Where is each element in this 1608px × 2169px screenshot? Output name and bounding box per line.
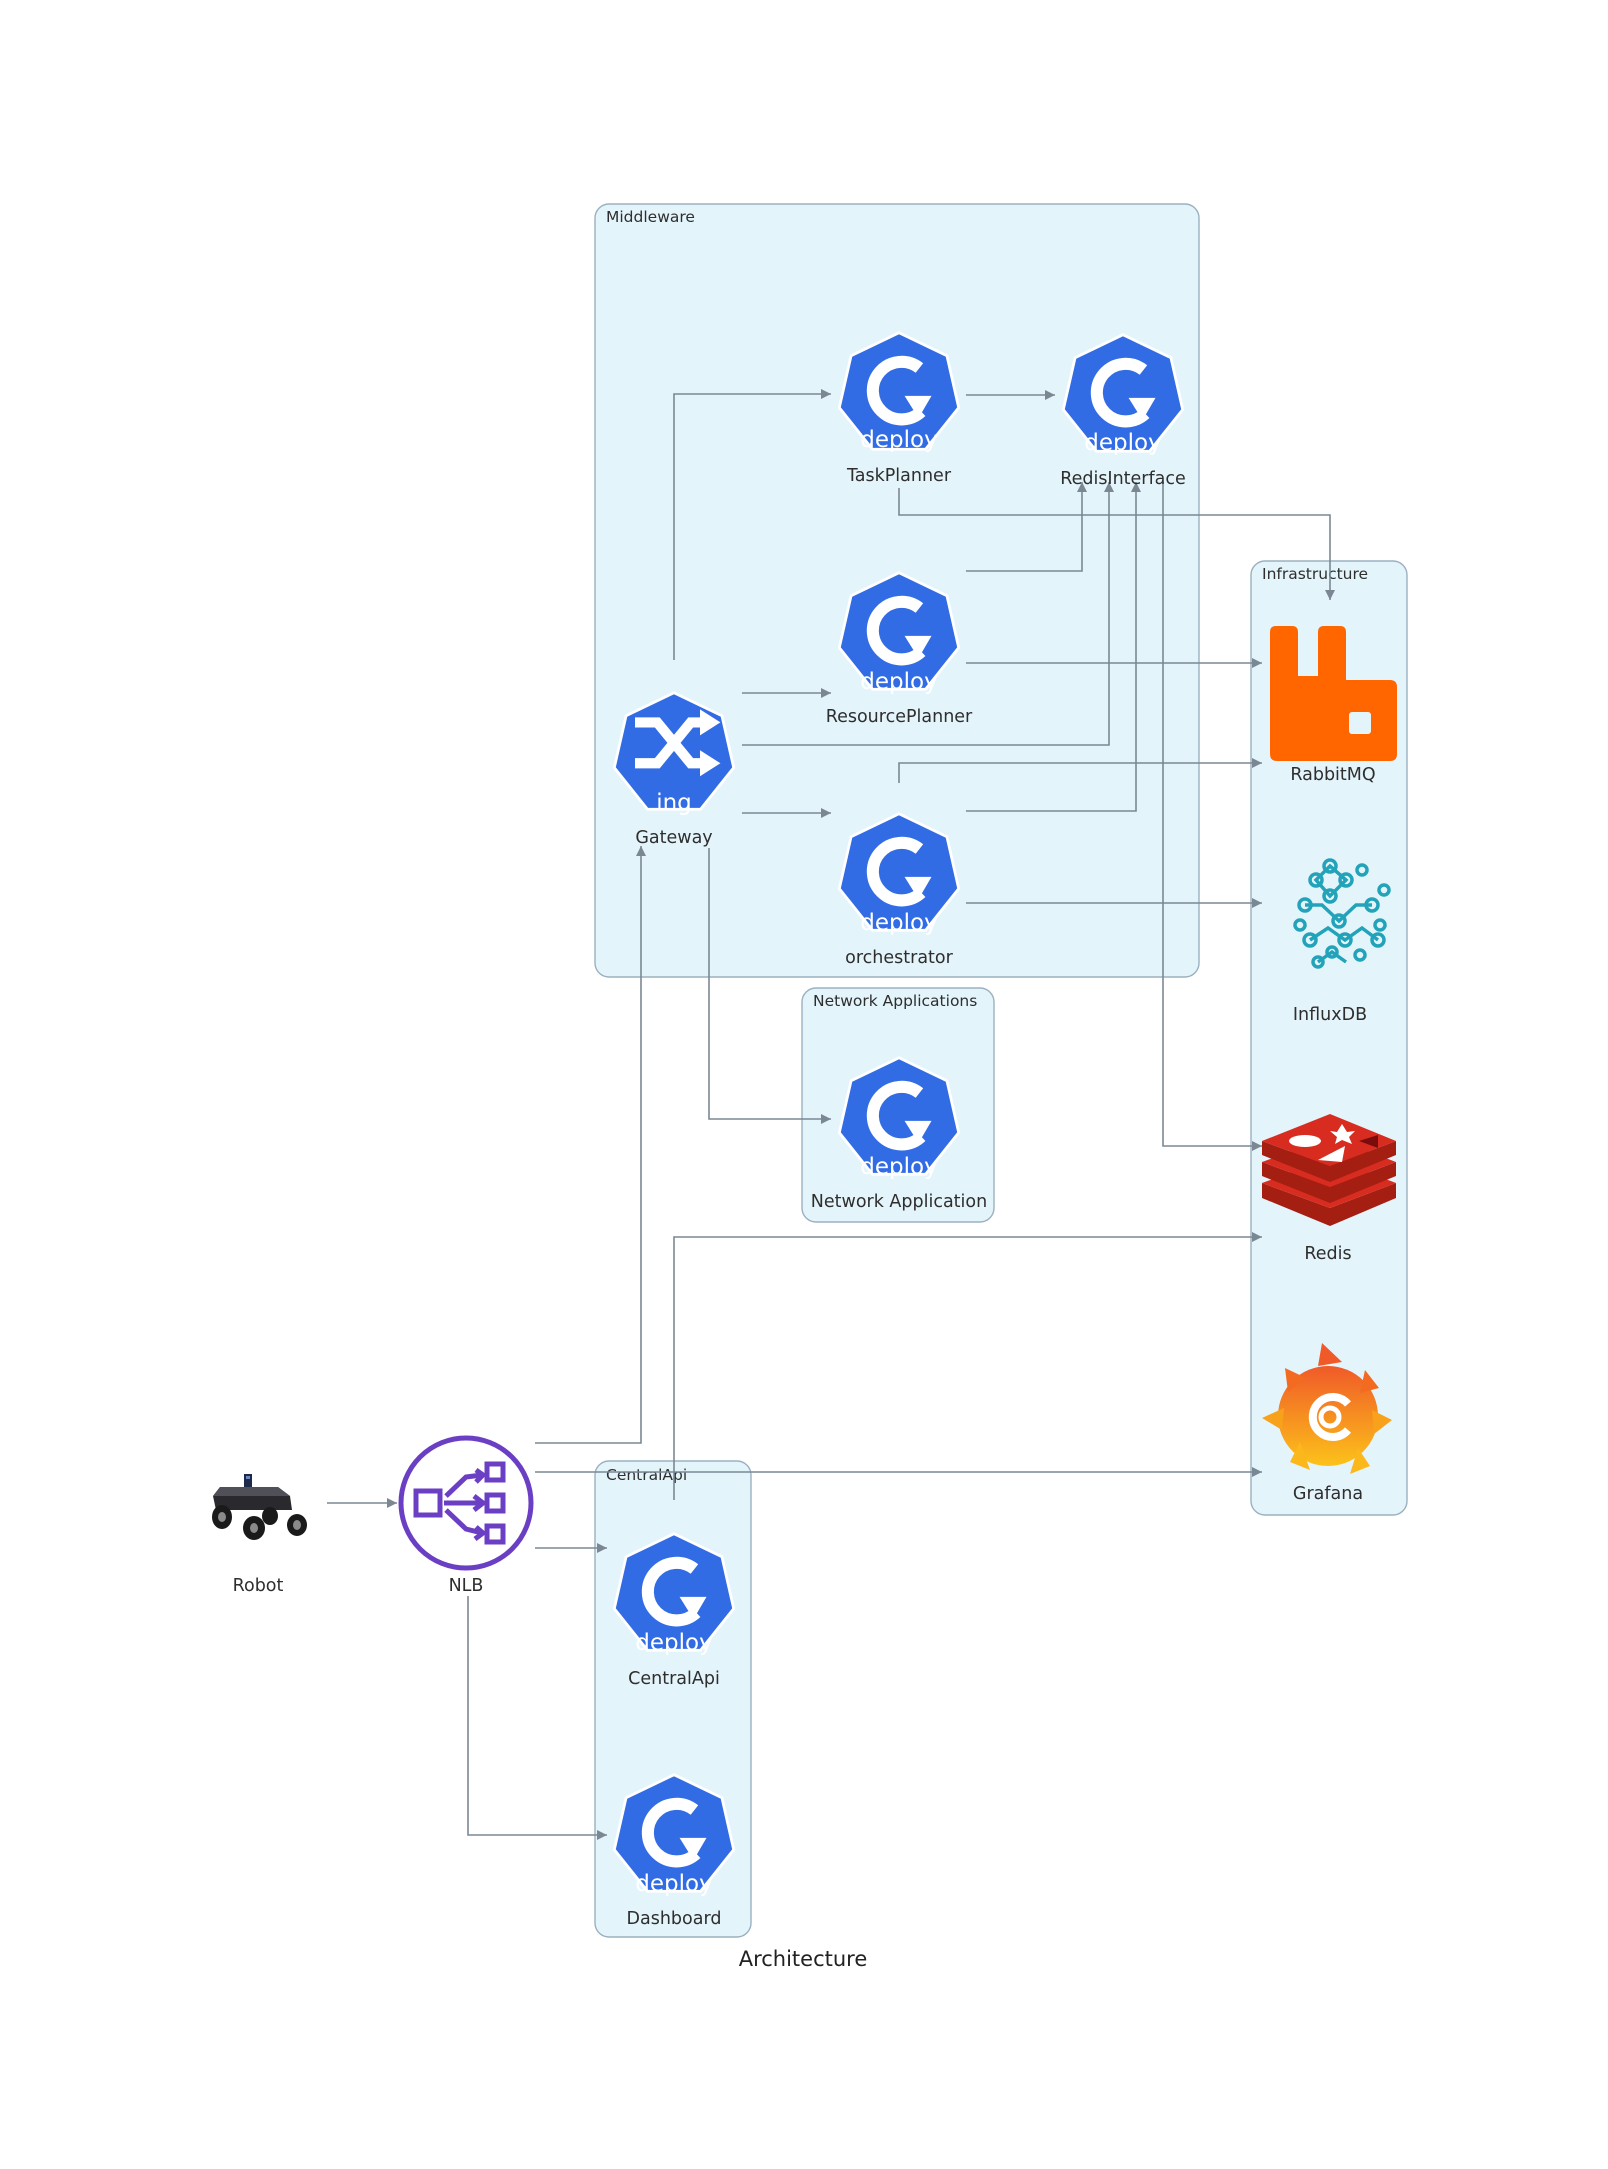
node-dashboard[interactable]: deploy Dashboard (614, 1775, 733, 1929)
influxdb-icon (1293, 858, 1391, 969)
infrastructure-cluster: Infrastructure (1250, 560, 1408, 1516)
edge-taskplanner-rabbitmq (898, 488, 1335, 600)
redis-icon (1262, 1114, 1396, 1226)
node-nlb[interactable]: NLB (398, 1435, 534, 1596)
edge-nlb-dashboard (467, 1596, 607, 1840)
node-label-nlb: NLB (449, 1576, 484, 1596)
node-label-centralapi: CentralApi (628, 1669, 720, 1689)
node-label-orchestrator: orchestrator (845, 948, 953, 968)
robot-icon (212, 1474, 307, 1540)
edge-gateway-taskplanner (673, 389, 831, 660)
node-label-robot: Robot (233, 1576, 284, 1596)
deploy-badge: deploy (860, 910, 937, 936)
node-label-taskplanner: TaskPlanner (846, 466, 952, 486)
network-applications-cluster-label: Network Applications (813, 992, 977, 1010)
middleware-cluster-label: Middleware (606, 208, 695, 226)
node-label-networkapplication: Network Application (811, 1192, 987, 1212)
node-label-influxdb: InfluxDB (1293, 1005, 1367, 1025)
node-label-grafana: Grafana (1293, 1484, 1363, 1504)
edge-redisinterface-redis (1162, 482, 1262, 1151)
edge-orchestrator-redisinterface (966, 482, 1141, 812)
deploy-badge: deploy (860, 669, 937, 695)
node-robot[interactable]: Robot (212, 1474, 307, 1596)
grafana-icon (1262, 1343, 1392, 1474)
node-centralapi[interactable]: deploy CentralApi (614, 1534, 733, 1689)
node-grafana[interactable]: Grafana (1262, 1343, 1392, 1504)
edge-resourceplanner-redisinterface (966, 482, 1087, 572)
edge-gateway-networkapplication (708, 848, 831, 1124)
edge-nlb-gateway (535, 846, 646, 1444)
node-label-redis: Redis (1304, 1244, 1351, 1264)
node-rabbitmq[interactable]: RabbitMQ (1270, 626, 1397, 785)
node-gateway[interactable]: ing Gateway (614, 693, 733, 848)
diagram-title: Architecture (739, 1947, 868, 1971)
edge-gateway-redisinterface (742, 482, 1114, 746)
node-label-dashboard: Dashboard (627, 1909, 722, 1929)
deploy-badge: deploy (635, 1630, 712, 1656)
edges (327, 389, 1335, 1840)
rabbitmq-icon (1270, 626, 1397, 761)
node-label-resourceplanner: ResourcePlanner (826, 707, 973, 727)
node-label-gateway: Gateway (635, 828, 712, 848)
node-label-redisinterface: RedisInterface (1060, 469, 1186, 489)
node-networkapplication[interactable]: deploy Network Application (811, 1058, 987, 1212)
deploy-badge: deploy (635, 1871, 712, 1897)
node-label-rabbitmq: RabbitMQ (1290, 765, 1375, 785)
centralapi-cluster-label: CentralApi (606, 1466, 687, 1484)
deploy-badge: deploy (860, 427, 937, 453)
deploy-badge: deploy (1084, 430, 1161, 456)
ingress-badge: ing (656, 790, 692, 816)
network-load-balancer-icon (398, 1435, 534, 1571)
node-taskplanner[interactable]: deploy TaskPlanner (839, 333, 958, 486)
edge-centralapi-redis (673, 1232, 1262, 1500)
node-redis[interactable]: Redis (1262, 1114, 1396, 1264)
node-influxdb[interactable]: InfluxDB (1293, 858, 1391, 1025)
node-resourceplanner[interactable]: deploy ResourcePlanner (826, 573, 973, 727)
edge-orchestrator-rabbitmq (898, 758, 1262, 783)
node-orchestrator[interactable]: deploy orchestrator (839, 814, 958, 968)
deploy-badge: deploy (860, 1154, 937, 1180)
node-redisinterface[interactable]: deploy RedisInterface (1060, 335, 1186, 489)
infrastructure-cluster-label: Infrastructure (1262, 565, 1368, 583)
